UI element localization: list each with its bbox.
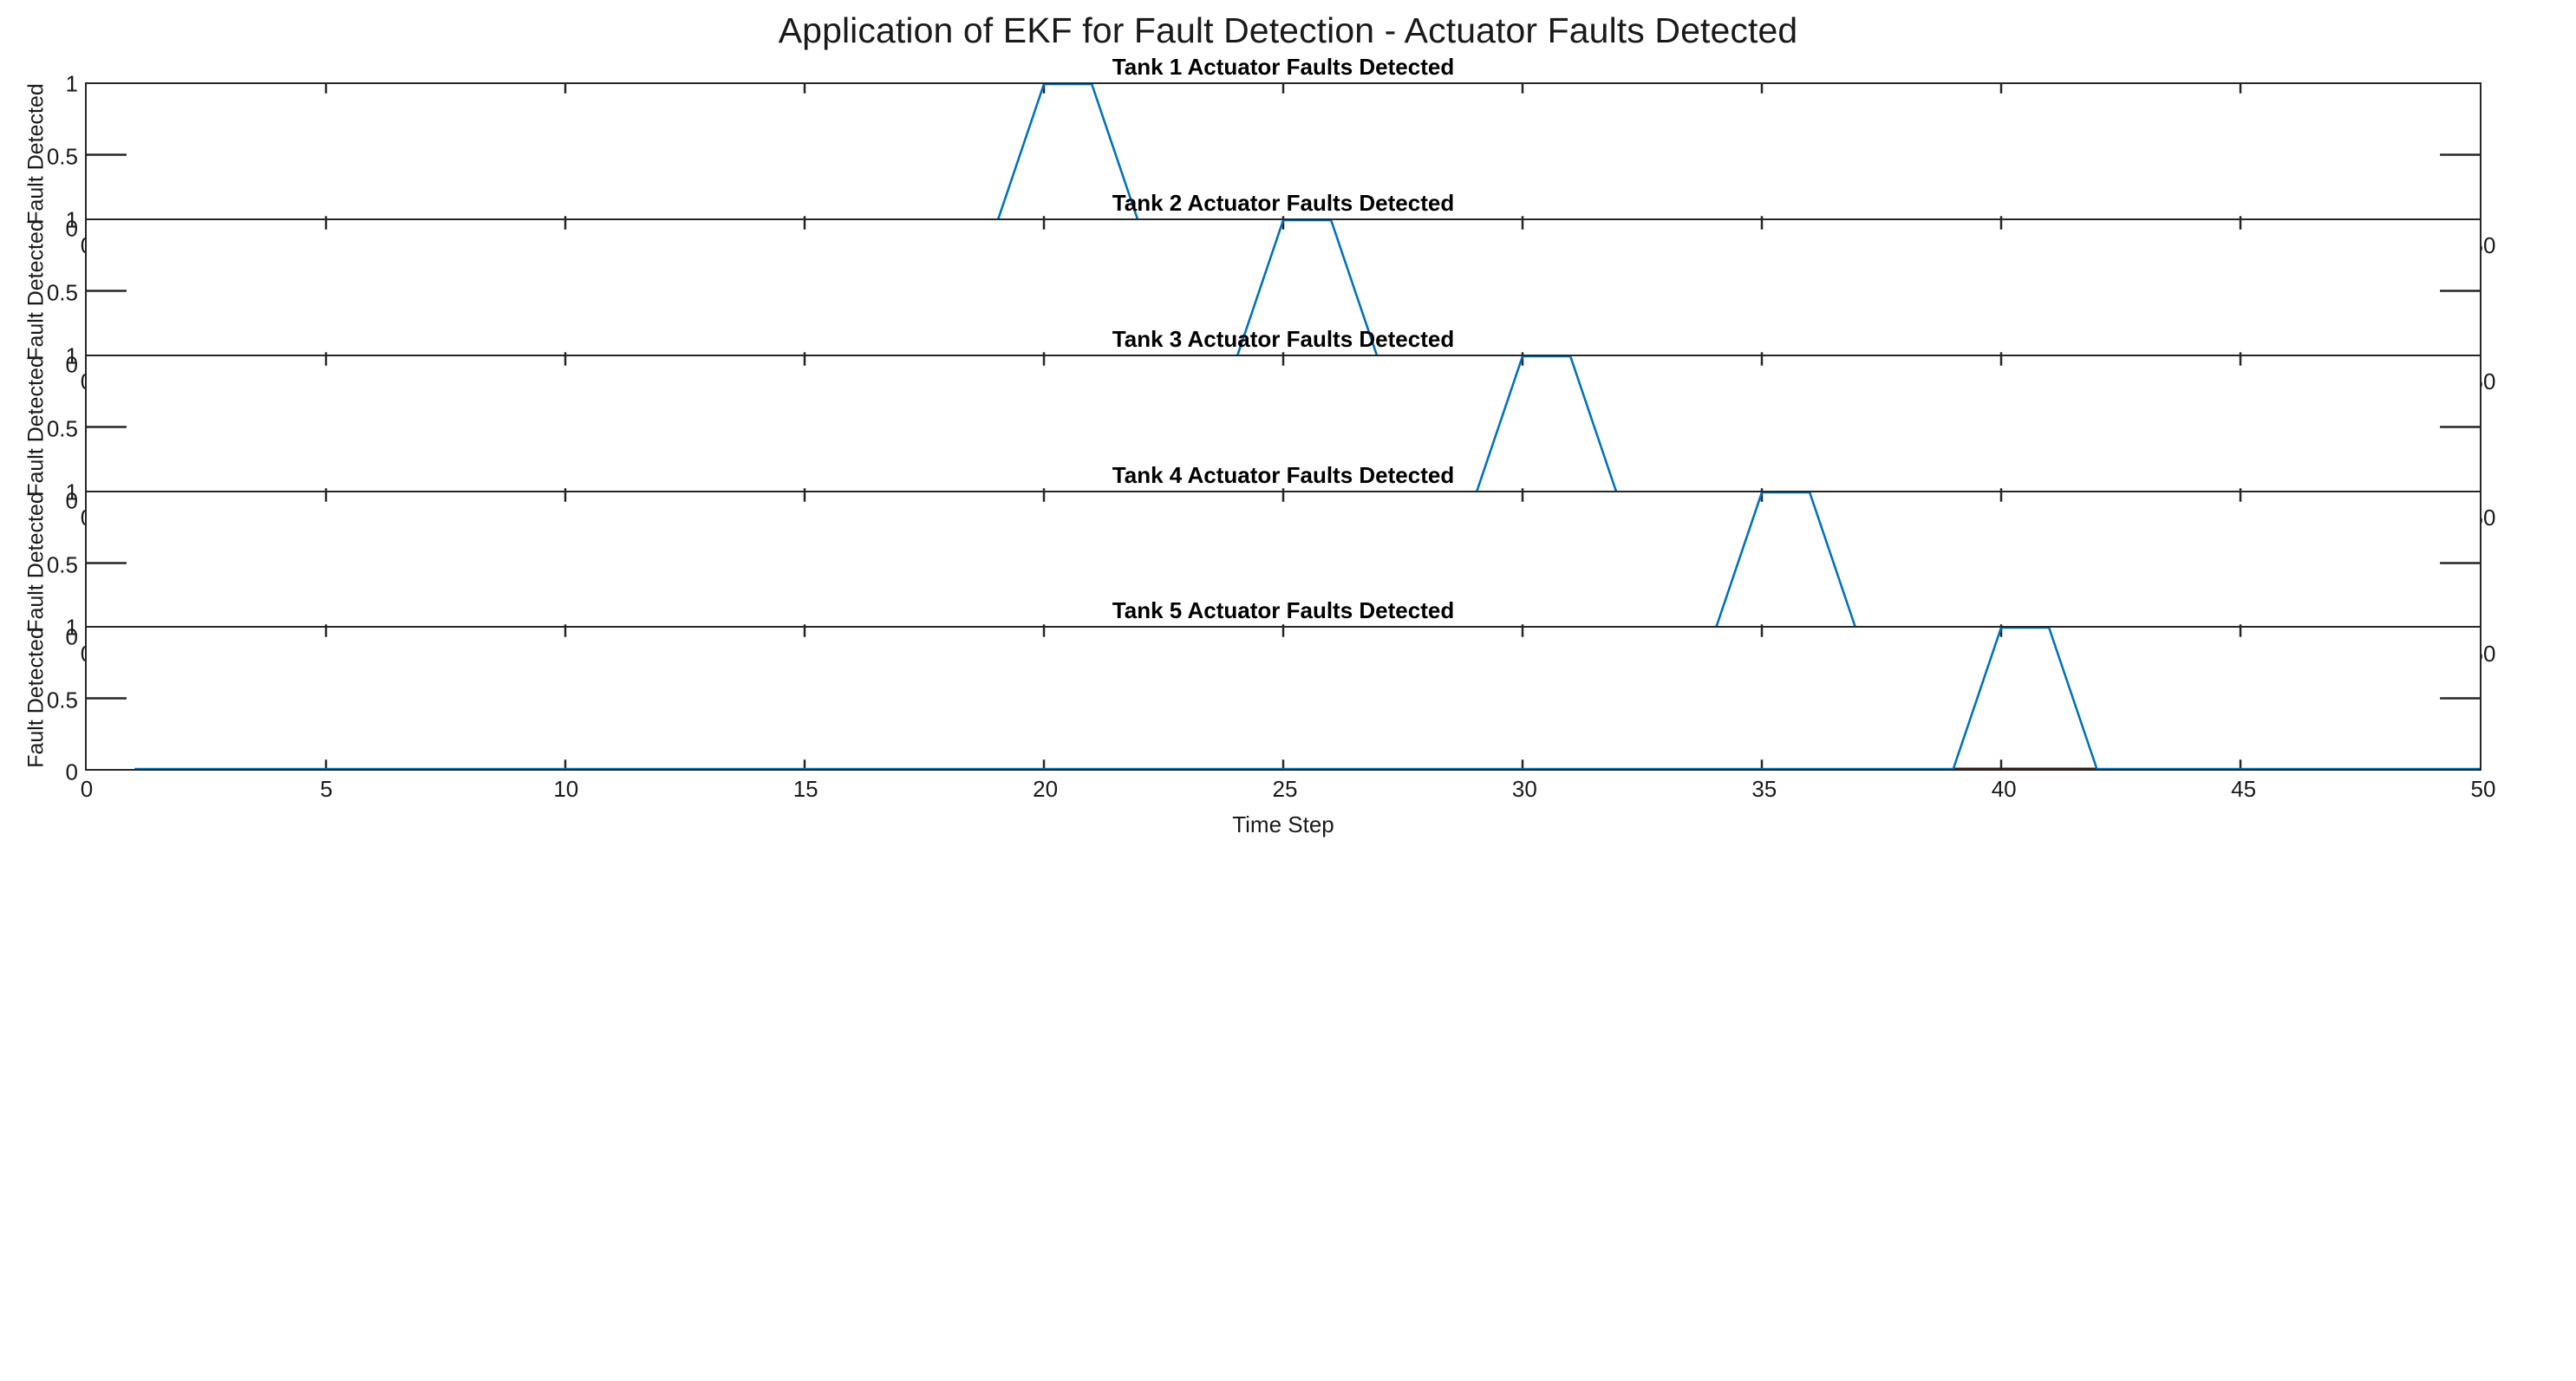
y-tick-label: 1 <box>65 479 78 505</box>
subplot-title: Tank 1 Actuator Faults Detected <box>1112 54 1455 80</box>
x-tick-label: 35 <box>1751 776 1777 802</box>
y-tick-label: 0.5 <box>46 551 78 577</box>
x-tick-label: 0 <box>80 776 94 802</box>
x-tick-label: 25 <box>1272 776 1298 802</box>
y-tick-label: 1 <box>65 206 78 233</box>
series-line <box>134 628 2480 769</box>
x-tick-label: 45 <box>2231 776 2257 802</box>
y-tick-label: 1 <box>65 70 78 97</box>
y-tick-label: 0.5 <box>46 687 78 713</box>
y-tick-label: 1 <box>65 342 78 369</box>
y-axis-label: Fault Detected <box>23 626 49 768</box>
subplot-title: Tank 2 Actuator Faults Detected <box>1112 190 1455 216</box>
y-tick-label: 0 <box>65 487 78 514</box>
x-tick-label: 5 <box>320 776 333 802</box>
y-tick-label: 0 <box>65 351 78 378</box>
x-tick-label: 20 <box>1033 776 1059 802</box>
x-tick-label: 40 <box>1991 776 2017 802</box>
y-tick-label: 0 <box>65 215 78 242</box>
y-tick-label: 0.5 <box>46 279 78 305</box>
subplot-title: Tank 4 Actuator Faults Detected <box>1112 462 1455 488</box>
y-tick-label: 1 <box>65 614 78 641</box>
y-tick-label: 0.5 <box>46 415 78 441</box>
y-tick-label: 0 <box>65 759 78 785</box>
plot-canvas <box>87 628 2480 769</box>
x-tick-label: 50 <box>2470 776 2496 802</box>
x-tick-label: 15 <box>792 776 818 802</box>
x-tick-label: 30 <box>1511 776 1537 802</box>
x-tick-label: 10 <box>553 776 579 802</box>
y-tick-label: 0.5 <box>46 143 78 169</box>
subplot-title: Tank 3 Actuator Faults Detected <box>1112 326 1455 352</box>
subplot-tank-1: Tank 1 Actuator Faults Detected00.510510… <box>0 54 2576 314</box>
figure-title: Application of EKF for Fault Detection -… <box>778 10 1798 50</box>
y-tick-label: 0 <box>65 623 78 650</box>
x-axis-label: Time Step <box>1232 811 1334 837</box>
subplot-title: Tank 5 Actuator Faults Detected <box>1112 597 1455 623</box>
